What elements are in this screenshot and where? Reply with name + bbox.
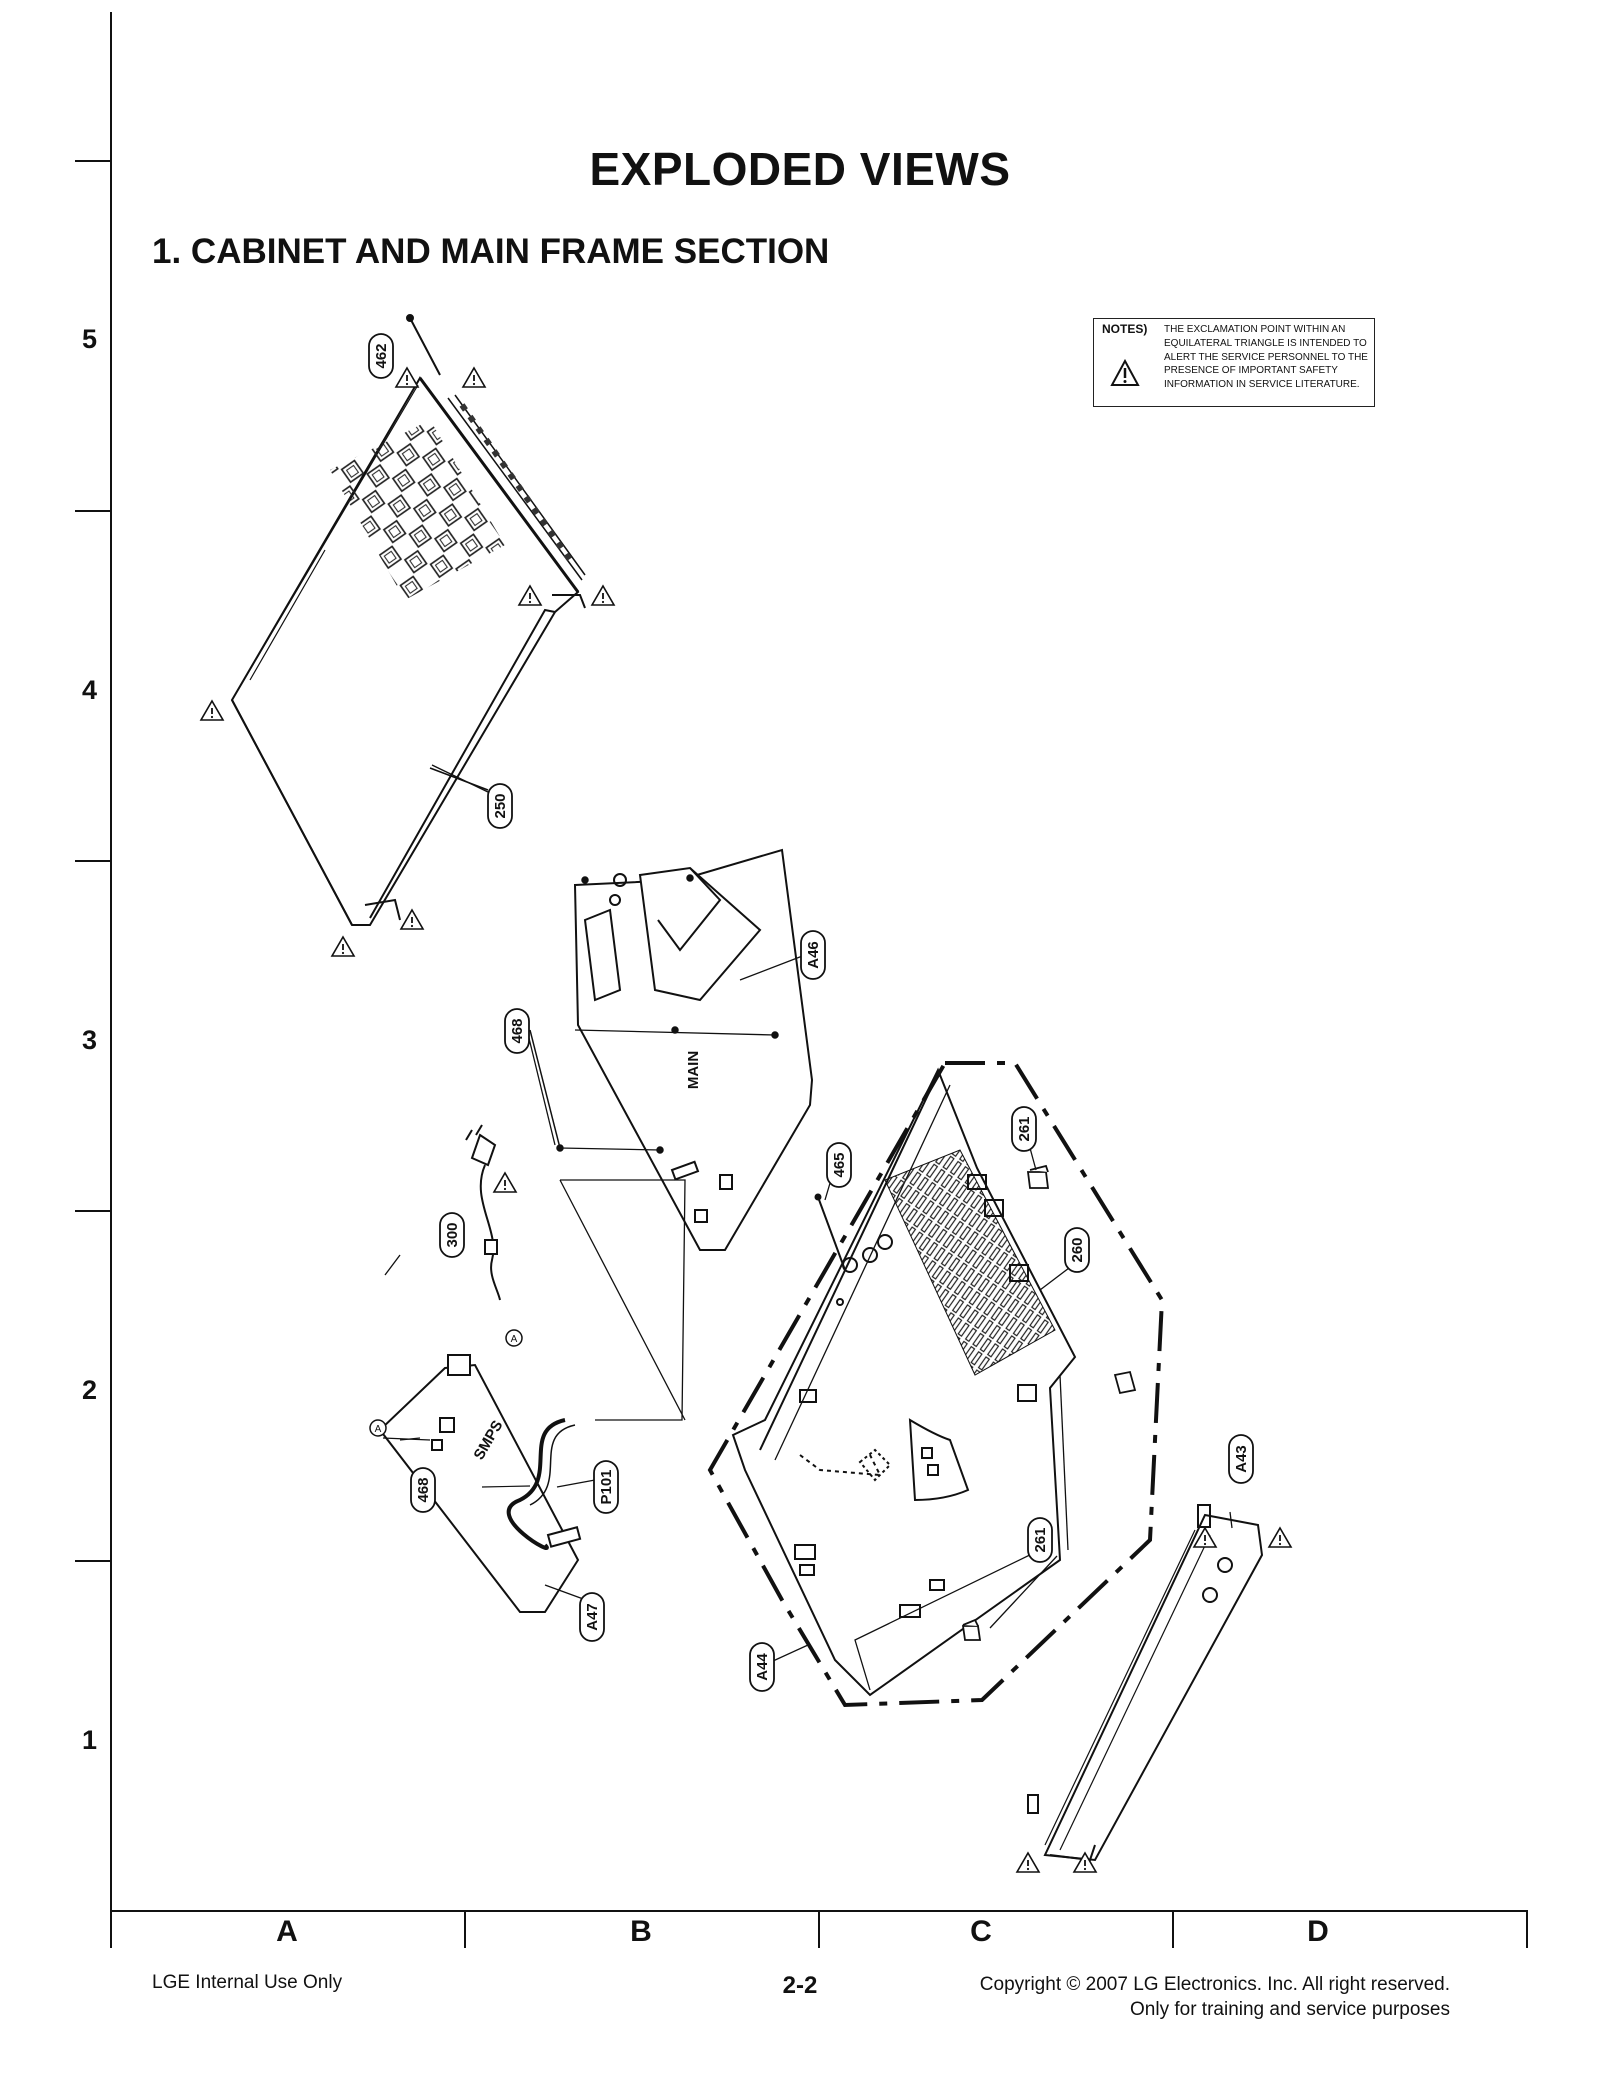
label-a44: A44 bbox=[749, 1642, 775, 1692]
footer-copyright-line2: Only for training and service purposes bbox=[1130, 1999, 1450, 2020]
part-468-top: 468 bbox=[509, 1018, 526, 1043]
row-label-5: 5 bbox=[82, 324, 98, 354]
main-frame-a44 bbox=[731, 1067, 1077, 1697]
part-462: 462 bbox=[373, 343, 390, 368]
connector-a-bottom-text: A bbox=[375, 1424, 382, 1435]
main-frame-dashed-outline bbox=[707, 1061, 1165, 1708]
part-250: 250 bbox=[492, 793, 509, 818]
safety-notes-box: NOTES) THE EXCLAMATION POINT WITHIN AN E… bbox=[1093, 318, 1375, 407]
label-a47: A47 bbox=[579, 1592, 605, 1642]
label-250: 250 bbox=[487, 783, 513, 829]
connector-a-top: A bbox=[505, 1329, 523, 1347]
label-300: 300 bbox=[439, 1212, 465, 1258]
part-a46: A46 bbox=[805, 941, 822, 969]
connector-a-bottom: A bbox=[369, 1419, 387, 1437]
part-a44: A44 bbox=[754, 1653, 771, 1681]
row-label-4: 4 bbox=[82, 675, 98, 705]
label-261-bottom: 261 bbox=[1027, 1517, 1053, 1563]
footer-copyright: Copyright © 2007 LG Electronics. Inc. Al… bbox=[980, 1972, 1450, 2022]
row-label-1: 1 bbox=[82, 1725, 98, 1755]
column-label-b: B bbox=[630, 1915, 652, 1948]
screws-468 bbox=[529, 874, 779, 1154]
smps-board-a47 bbox=[378, 1354, 582, 1613]
label-261-top: 261 bbox=[1011, 1106, 1037, 1152]
column-label-d: D bbox=[1307, 1915, 1329, 1948]
row-label-3: 3 bbox=[82, 1025, 98, 1055]
main-pcb-a46 bbox=[559, 848, 814, 1251]
pads-261 bbox=[961, 1164, 1137, 1641]
part-261-bottom: 261 bbox=[1032, 1527, 1049, 1552]
part-a47: A47 bbox=[584, 1603, 601, 1631]
footer-copyright-line1: Copyright © 2007 LG Electronics. Inc. Al… bbox=[979, 1974, 1450, 1995]
label-468-top: 468 bbox=[504, 1008, 530, 1054]
row-label-2: 2 bbox=[82, 1375, 98, 1405]
section-title: 1. CABINET AND MAIN FRAME SECTION bbox=[152, 232, 830, 271]
top-cover-250 bbox=[230, 376, 586, 926]
part-465: 465 bbox=[831, 1152, 848, 1177]
part-a43: A43 bbox=[1233, 1445, 1250, 1473]
label-a43: A43 bbox=[1228, 1434, 1254, 1484]
power-cord-300 bbox=[465, 1124, 501, 1301]
part-main: MAIN bbox=[685, 1051, 702, 1089]
front-bracket-a43 bbox=[1027, 1504, 1264, 1862]
part-p101: P101 bbox=[598, 1469, 615, 1504]
part-300: 300 bbox=[444, 1222, 461, 1247]
label-260: 260 bbox=[1064, 1227, 1090, 1273]
label-462: 462 bbox=[368, 333, 394, 379]
footer-page-number: 2-2 bbox=[782, 1972, 818, 1999]
column-label-a: A bbox=[276, 1915, 298, 1948]
part-468-bottom: 468 bbox=[415, 1477, 432, 1502]
notes-text: THE EXCLAMATION POINT WITHIN AN EQUILATE… bbox=[1164, 324, 1368, 391]
wire-harness-lines bbox=[559, 1179, 686, 1421]
label-468-bottom: 468 bbox=[410, 1467, 436, 1513]
part-261-top: 261 bbox=[1016, 1116, 1033, 1141]
part-260: 260 bbox=[1069, 1237, 1086, 1262]
screw-465 bbox=[814, 1193, 846, 1271]
column-label-c: C bbox=[970, 1915, 992, 1948]
warning-triangle-icon bbox=[1110, 359, 1140, 386]
screw-462 bbox=[406, 314, 441, 376]
label-a46: A46 bbox=[800, 930, 826, 980]
frame-border bbox=[75, 12, 1528, 1948]
label-465: 465 bbox=[826, 1142, 852, 1188]
label-main: MAIN bbox=[685, 1051, 702, 1089]
footer-internal-use: LGE Internal Use Only bbox=[152, 1972, 343, 1993]
connector-a-top-text: A bbox=[511, 1334, 518, 1345]
label-p101: P101 bbox=[593, 1460, 619, 1514]
notes-label: NOTES) bbox=[1102, 322, 1148, 336]
page-title: EXPLODED VIEWS bbox=[589, 143, 1011, 195]
